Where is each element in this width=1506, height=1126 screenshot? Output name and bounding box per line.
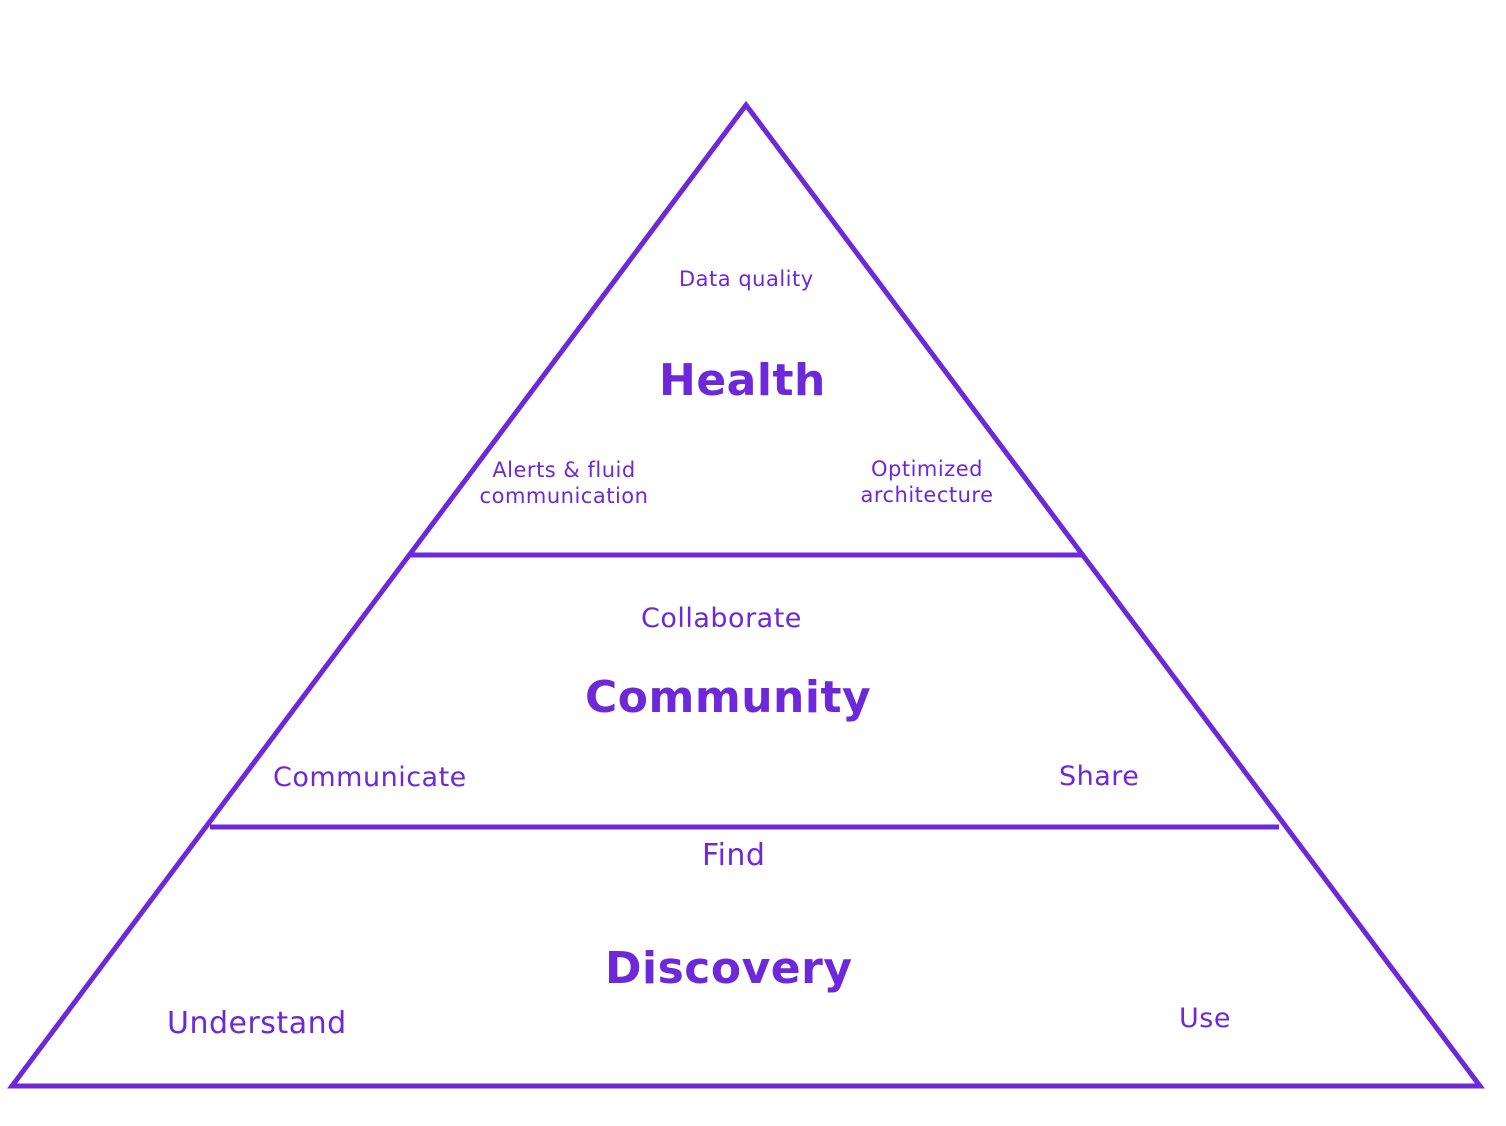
- discovery-tier-title: Discovery: [605, 943, 853, 994]
- health-right-line-2: architecture: [860, 483, 994, 508]
- health-left-line-2: communication: [479, 484, 649, 509]
- health-right-label: Optimized architecture: [845, 456, 1009, 509]
- community-top-label: Collaborate: [641, 603, 802, 634]
- health-left-line-1: Alerts & fluid: [492, 458, 636, 482]
- discovery-right-label: Use: [1179, 1003, 1231, 1034]
- health-right-line-1: Optimized: [871, 457, 983, 481]
- discovery-left-label: Understand: [167, 1006, 347, 1041]
- community-left-label: Communicate: [273, 762, 467, 793]
- pyramid-outline: [7, 100, 1485, 1089]
- health-left-label: Alerts & fluid communication: [466, 457, 662, 510]
- discovery-top-label: Find: [702, 838, 766, 873]
- community-right-label: Share: [1059, 761, 1140, 792]
- health-tier-title: Health: [659, 355, 826, 406]
- health-top-label: Data quality: [679, 267, 814, 291]
- community-tier-title: Community: [585, 672, 872, 723]
